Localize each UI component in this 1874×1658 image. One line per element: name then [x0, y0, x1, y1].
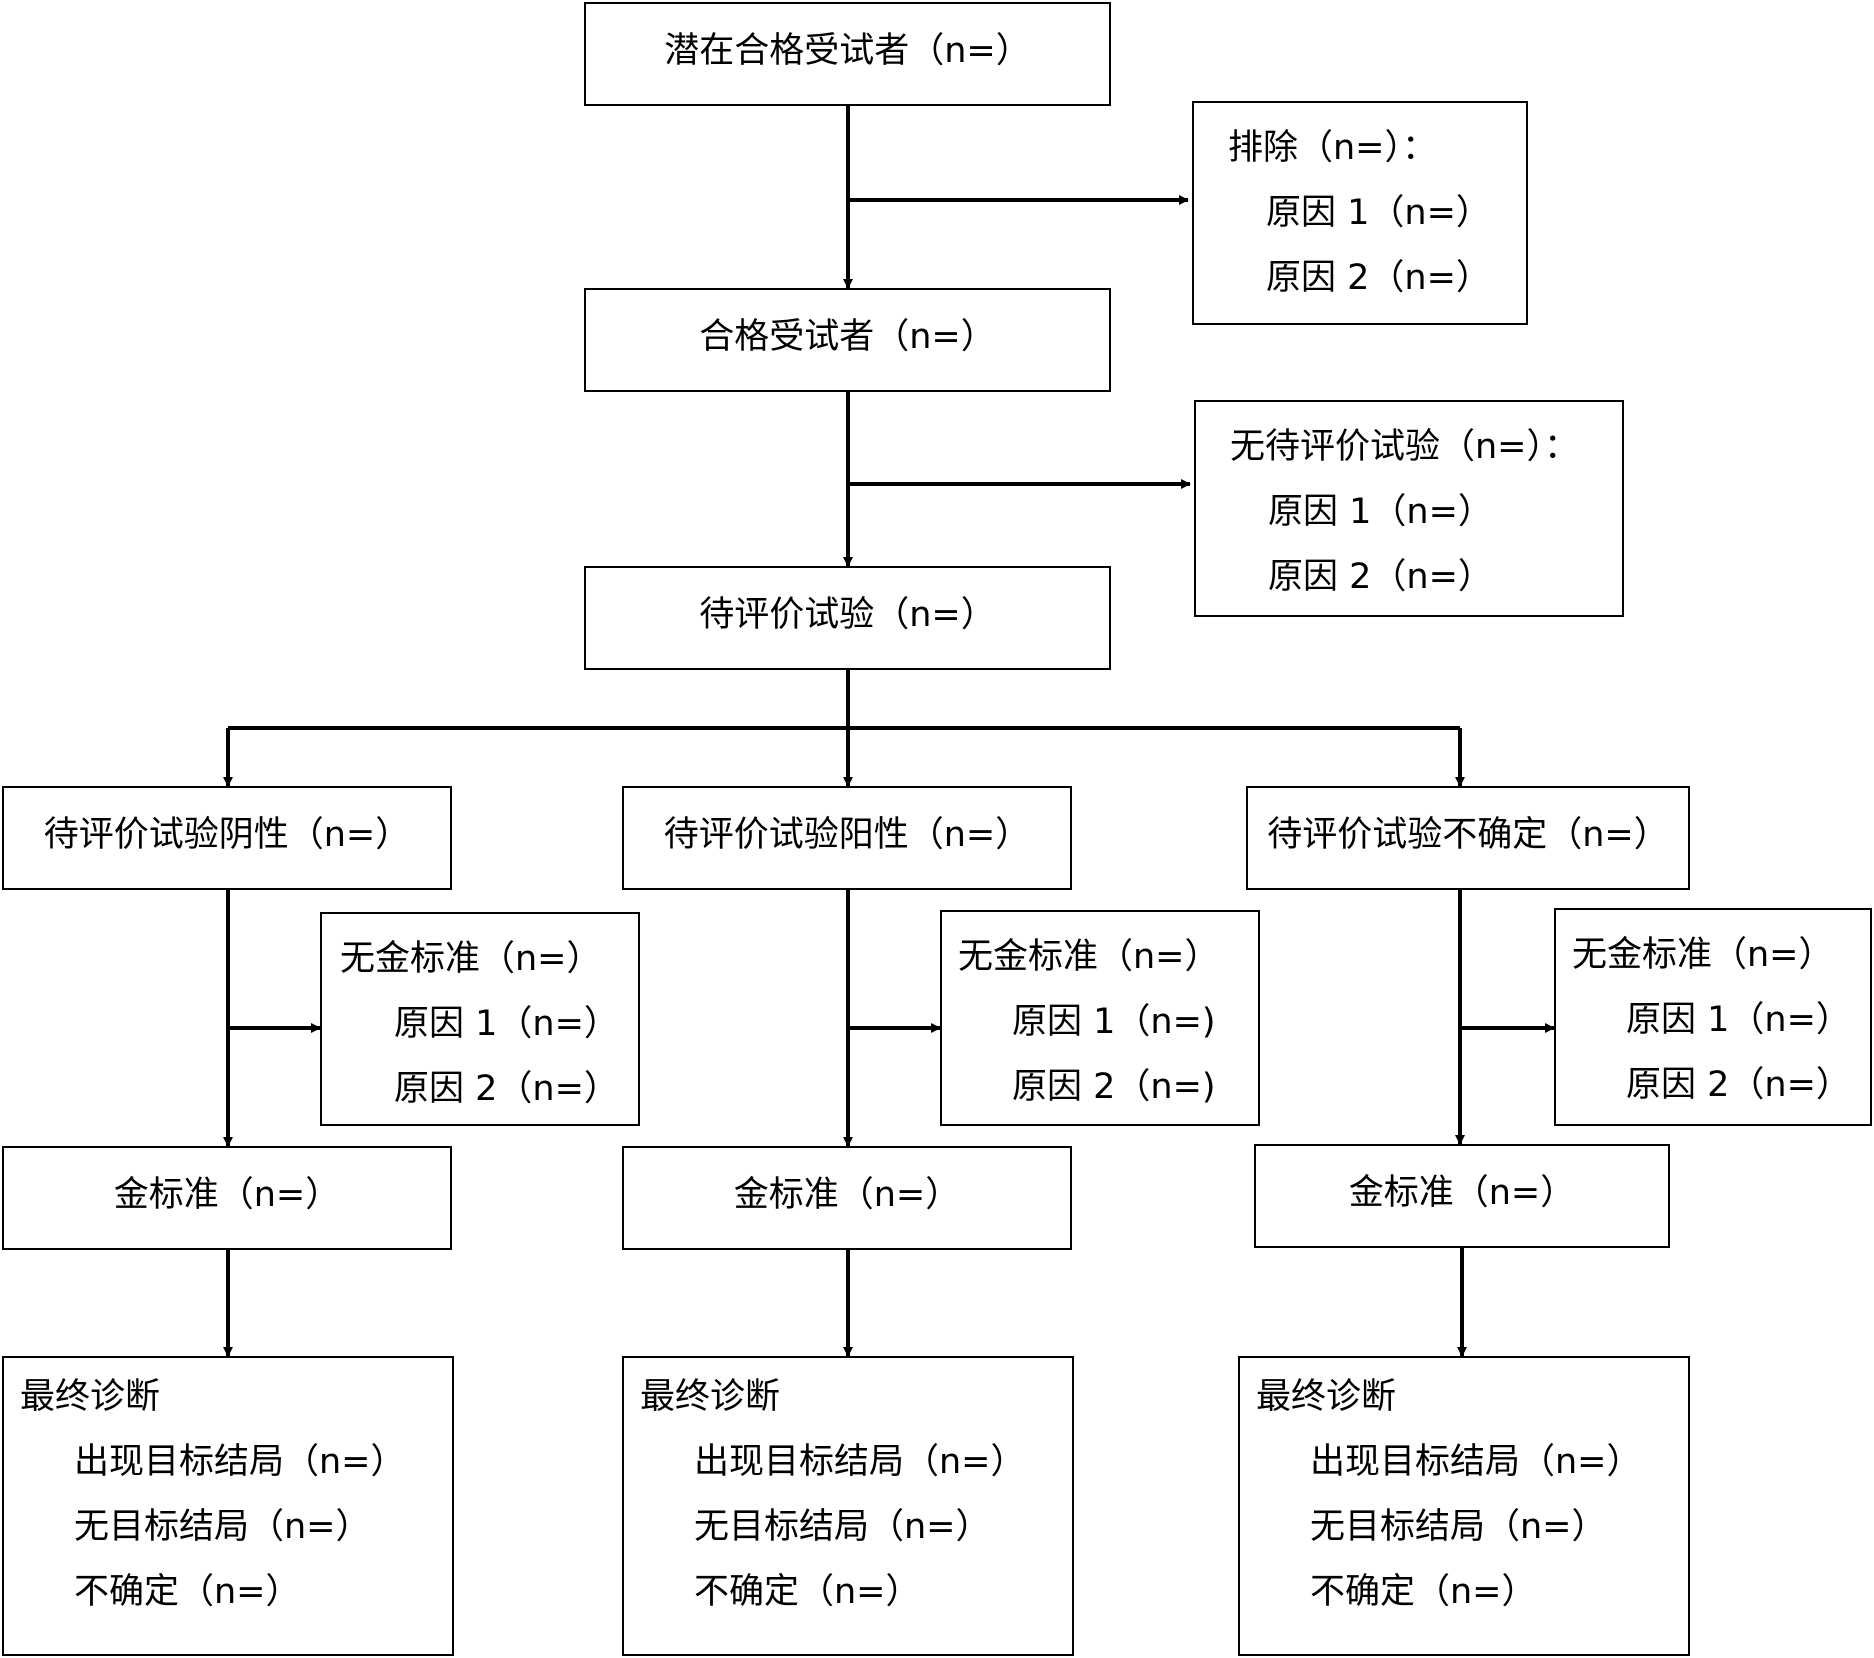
uncertain-no-reference-title: 无金标准（n=）: [1572, 935, 1834, 975]
positive-final-diagnosis-box: 最终诊断 出现目标结局（n=） 无目标结局（n=） 不确定（n=）: [622, 1356, 1074, 1656]
potential-participants-label: 潜在合格受试者（n=）: [664, 31, 1031, 71]
negative-final-diagnosis-title: 最终诊断: [20, 1377, 161, 1417]
negative-final-item-2: 无目标结局（n=）: [74, 1507, 371, 1547]
negative-reference-label: 金标准（n=）: [113, 1175, 341, 1215]
excluded-title: 排除（n=）：: [1228, 128, 1438, 168]
uncertain-final-diagnosis-title: 最终诊断: [1256, 1377, 1397, 1417]
uncertain-no-reference-reason-1: 原因 1（n=）: [1626, 1000, 1851, 1040]
negative-final-diagnosis-box: 最终诊断 出现目标结局（n=） 无目标结局（n=） 不确定（n=）: [2, 1356, 454, 1656]
excluded-reason-2: 原因 2（n=）: [1266, 258, 1491, 298]
positive-no-reference-title: 无金标准（n=）: [958, 937, 1220, 977]
no-index-test-box: 无待评价试验（n=）： 原因 1（n=） 原因 2（n=）: [1194, 400, 1624, 617]
negative-final-item-1: 出现目标结局（n=）: [74, 1442, 406, 1482]
index-test-box: 待评价试验（n=）: [584, 566, 1111, 670]
positive-no-reference-reason-2: 原因 2（n=): [1012, 1067, 1216, 1107]
negative-result-box: 待评价试验阴性（n=）: [2, 786, 452, 890]
positive-final-item-1: 出现目标结局（n=）: [694, 1442, 1026, 1482]
positive-final-item-2: 无目标结局（n=）: [694, 1507, 991, 1547]
uncertain-final-item-3: 不确定（n=）: [1310, 1572, 1537, 1612]
excluded-box: 排除（n=）： 原因 1（n=） 原因 2（n=）: [1192, 101, 1528, 325]
negative-no-reference-title: 无金标准（n=）: [340, 939, 602, 979]
uncertain-result-label: 待评价试验不确定（n=）: [1267, 815, 1669, 855]
positive-result-box: 待评价试验阳性（n=）: [622, 786, 1072, 890]
uncertain-final-item-2: 无目标结局（n=）: [1310, 1507, 1607, 1547]
uncertain-final-item-1: 出现目标结局（n=）: [1310, 1442, 1642, 1482]
uncertain-reference-box: 金标准（n=）: [1254, 1144, 1670, 1248]
no-index-test-reason-2: 原因 2（n=）: [1268, 557, 1493, 597]
positive-final-diagnosis-title: 最终诊断: [640, 1377, 781, 1417]
uncertain-result-box: 待评价试验不确定（n=）: [1246, 786, 1690, 890]
negative-no-reference-reason-2: 原因 2（n=）: [394, 1069, 619, 1109]
negative-final-item-3: 不确定（n=）: [74, 1572, 301, 1612]
eligible-participants-box: 合格受试者（n=）: [584, 288, 1111, 392]
uncertain-reference-label: 金标准（n=）: [1348, 1173, 1576, 1213]
no-index-test-title: 无待评价试验（n=）：: [1230, 427, 1580, 467]
index-test-label: 待评价试验（n=）: [699, 595, 996, 635]
eligible-participants-label: 合格受试者（n=）: [699, 317, 996, 357]
excluded-reason-1: 原因 1（n=）: [1266, 193, 1491, 233]
uncertain-no-reference-reason-2: 原因 2（n=）: [1626, 1065, 1851, 1105]
no-index-test-reason-1: 原因 1（n=）: [1268, 492, 1493, 532]
negative-reference-box: 金标准（n=）: [2, 1146, 452, 1250]
positive-final-item-3: 不确定（n=）: [694, 1572, 921, 1612]
positive-reference-box: 金标准（n=）: [622, 1146, 1072, 1250]
uncertain-final-diagnosis-box: 最终诊断 出现目标结局（n=） 无目标结局（n=） 不确定（n=）: [1238, 1356, 1690, 1656]
negative-result-label: 待评价试验阴性（n=）: [43, 815, 411, 855]
positive-no-reference-box: 无金标准（n=） 原因 1（n=) 原因 2（n=): [940, 910, 1260, 1126]
positive-reference-label: 金标准（n=）: [733, 1175, 961, 1215]
uncertain-no-reference-box: 无金标准（n=） 原因 1（n=） 原因 2（n=）: [1554, 908, 1872, 1126]
potential-participants-box: 潜在合格受试者（n=）: [584, 2, 1111, 106]
positive-result-label: 待评价试验阳性（n=）: [663, 815, 1031, 855]
negative-no-reference-reason-1: 原因 1（n=）: [394, 1004, 619, 1044]
positive-no-reference-reason-1: 原因 1（n=): [1012, 1002, 1216, 1042]
negative-no-reference-box: 无金标准（n=） 原因 1（n=） 原因 2（n=）: [320, 912, 640, 1126]
